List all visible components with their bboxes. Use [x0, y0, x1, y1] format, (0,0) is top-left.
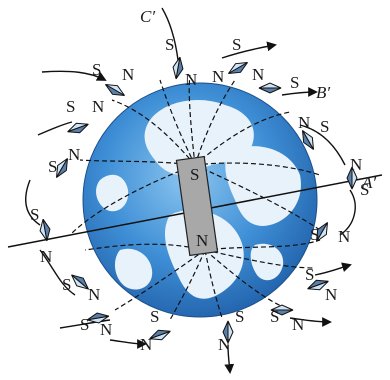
compass-north-label: N [292, 315, 304, 334]
compass-south-label: S [305, 265, 314, 284]
compass-south-label: S [310, 225, 319, 244]
compass-south-label: S [92, 60, 101, 79]
compass-south-label: S [270, 307, 279, 326]
compass-north-label: N [40, 247, 52, 266]
point-c-label: C′ [140, 7, 155, 26]
compass-south-label: S [320, 117, 329, 136]
compass-south-label: S [62, 275, 71, 294]
compass-north-label: N [350, 155, 362, 174]
compass-south-label: S [235, 307, 244, 326]
compass-north-label: N [212, 67, 224, 86]
compass-north-label: N [68, 145, 80, 164]
compass-needle: SN [48, 145, 80, 180]
compass-south-label: S [150, 307, 159, 326]
point-b-label: B′ [316, 83, 330, 102]
compass-north-label: N [92, 97, 104, 116]
compass-south-label: S [80, 315, 89, 334]
compass-needle: SN [165, 35, 197, 89]
compass-south-label: S [360, 180, 369, 199]
compass-north-label: N [140, 335, 152, 354]
compass-north-label: N [100, 320, 112, 339]
compass-south-label: S [165, 35, 174, 54]
compass-north-label: N [88, 285, 100, 304]
compass-north-label: N [338, 227, 350, 246]
magnet-south-label: S [190, 165, 199, 184]
compass-south-label: S [30, 205, 39, 224]
compass-needle: SN [140, 307, 172, 354]
compass-north-label: N [218, 335, 230, 354]
compass-north-label: N [252, 65, 264, 84]
magnet-north-label: N [196, 231, 208, 250]
compass-south-label: S [66, 97, 75, 116]
compass-south-label: S [48, 157, 57, 176]
compass-north-label: N [185, 70, 197, 89]
compass-north-label: N [325, 285, 337, 304]
compass-needle: SN [212, 35, 250, 86]
compass-south-label: S [290, 73, 299, 92]
compass-needle: SN [252, 65, 299, 93]
compass-needle: SN [30, 205, 52, 266]
compass-needle: SN [62, 271, 100, 304]
compass-north-label: N [122, 65, 134, 84]
compass-north-label: N [298, 113, 310, 132]
compass-south-label: S [232, 35, 241, 54]
